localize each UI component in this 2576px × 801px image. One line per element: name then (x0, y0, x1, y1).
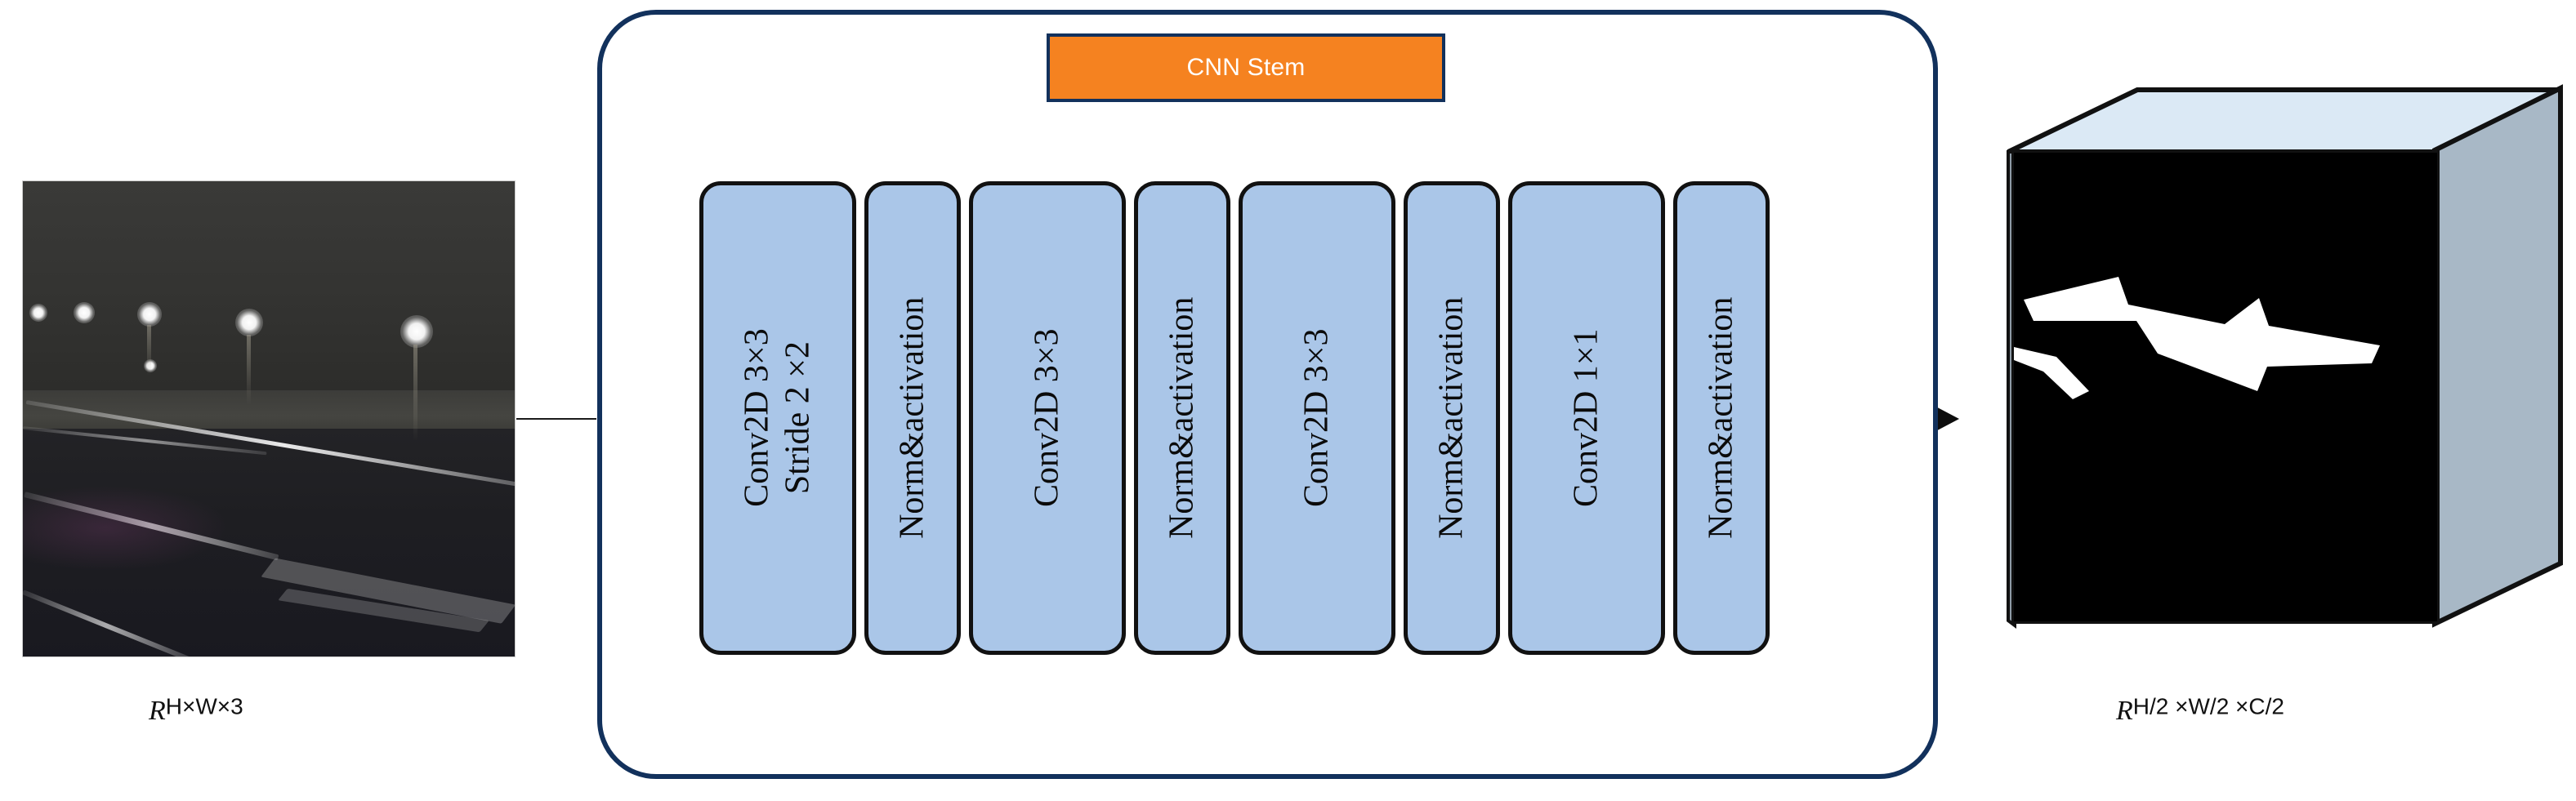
street-lamp-icon (29, 304, 47, 322)
layer-box-conv3[interactable]: Conv2D 3×3 (1239, 181, 1395, 655)
street-lamp-icon (74, 302, 95, 323)
input-label-base: R (149, 696, 166, 726)
layer-label-line1: Conv2D 1×1 (1567, 328, 1605, 508)
input-image (23, 181, 515, 656)
layer-box-conv2[interactable]: Conv2D 3×3 (969, 181, 1126, 655)
layer-label-line1: Conv2D 3×3 (1028, 328, 1066, 508)
input-tensor-label: RH×W×3 (149, 693, 243, 727)
lamp-post (413, 345, 417, 441)
layer-label-conv4: Conv2D 1×1 (1566, 329, 1607, 508)
input-label-superscript: H×W×3 (165, 693, 243, 719)
layer-sequence: Conv2D 3×3 Stride 2 ×2 Norm&activation C… (699, 181, 1770, 655)
input-connector-line (516, 418, 596, 420)
photo-road-region (23, 428, 515, 656)
cnn-stem-badge[interactable]: CNN Stem (1047, 33, 1445, 102)
output-tensor-label: RH/2 ×W/2 ×C/2 (2116, 693, 2284, 727)
layer-box-conv1[interactable]: Conv2D 3×3 Stride 2 ×2 (699, 181, 856, 655)
layer-label-line2: Stride 2 ×2 (779, 341, 816, 495)
layer-label-conv3: Conv2D 3×3 (1297, 329, 1337, 508)
cube-front-face (2011, 150, 2440, 624)
layer-label-line1: Norm&activation (1163, 296, 1201, 540)
layer-label-conv1: Conv2D 3×3 Stride 2 ×2 (737, 329, 818, 508)
layer-label-line1: Norm&activation (1432, 296, 1471, 540)
layer-label-conv2: Conv2D 3×3 (1027, 329, 1068, 508)
layer-box-norm1[interactable]: Norm&activation (864, 181, 961, 655)
layer-box-norm3[interactable]: Norm&activation (1404, 181, 1500, 655)
photo-color-tint (23, 485, 230, 572)
layer-box-norm4[interactable]: Norm&activation (1673, 181, 1770, 655)
street-lamp-icon (235, 309, 263, 336)
photo-sky-region (23, 181, 515, 400)
layer-label-line1: Norm&activation (1702, 296, 1740, 540)
layer-label-line1: Conv2D 3×3 (1297, 328, 1336, 508)
layer-label-norm2: Norm&activation (1162, 297, 1203, 539)
output-label-base: R (2116, 696, 2133, 726)
output-cube-3d (2007, 84, 2563, 629)
layer-label-norm1: Norm&activation (892, 297, 933, 539)
layer-box-norm2[interactable]: Norm&activation (1134, 181, 1230, 655)
lamp-post (147, 325, 151, 376)
layer-label-line1: Norm&activation (893, 296, 931, 540)
street-lamp-icon (400, 315, 433, 348)
lane-segmentation-mask (2014, 277, 2380, 399)
lane-segment-secondary (2014, 347, 2089, 399)
street-lamp-icon (137, 302, 162, 327)
layer-box-conv4[interactable]: Conv2D 1×1 (1508, 181, 1665, 655)
layer-label-norm4: Norm&activation (1701, 297, 1742, 539)
layer-label-line1: Conv2D 3×3 (738, 328, 776, 508)
layer-label-norm3: Norm&activation (1431, 297, 1472, 539)
lamp-post (247, 335, 251, 405)
cube-side-face (2432, 84, 2563, 628)
lane-segment-main (2024, 277, 2380, 391)
output-label-superscript: H/2 ×W/2 ×C/2 (2132, 693, 2284, 719)
cnn-stem-badge-label: CNN Stem (1186, 54, 1306, 81)
